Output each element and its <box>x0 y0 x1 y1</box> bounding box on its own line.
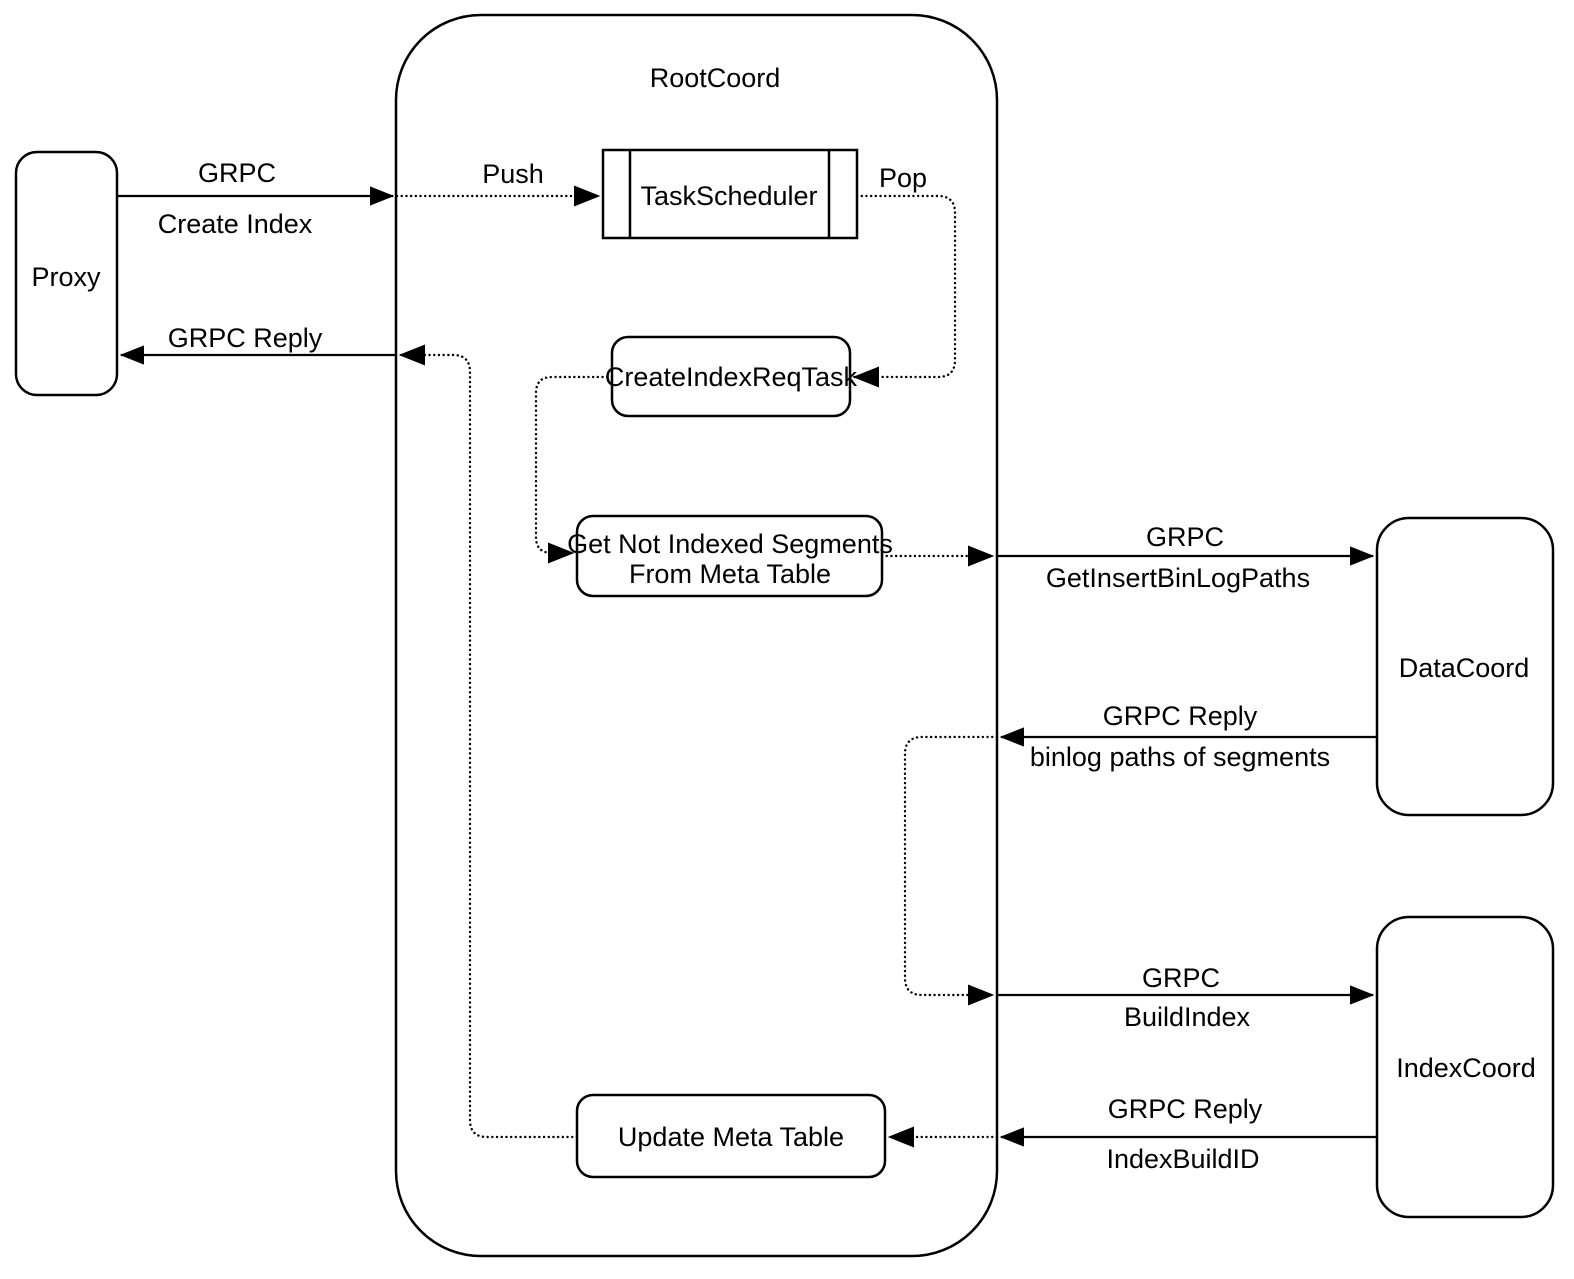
edge-binlog-to-buildindex-loop <box>903 735 999 1006</box>
label-build-index: BuildIndex <box>1124 1002 1251 1032</box>
label-pop: Pop <box>879 163 927 193</box>
label-create-index: Create Index <box>158 209 313 239</box>
index-coord-label: IndexCoord <box>1396 1053 1536 1083</box>
update-meta-table-label: Update Meta Table <box>618 1122 844 1152</box>
label-binlog-paths-of-segments: binlog paths of segments <box>1030 742 1330 772</box>
get-not-indexed-segments-label-line1: Get Not Indexed Segments <box>567 529 893 559</box>
task-scheduler-label: TaskScheduler <box>640 181 817 211</box>
edge-pop <box>852 194 957 388</box>
get-not-indexed-segments-label-line2: From Meta Table <box>629 559 831 589</box>
label-grpc-datacoord: GRPC <box>1146 522 1224 552</box>
edge-update-meta-to-reply <box>398 344 579 1139</box>
label-grpc-reply-proxy: GRPC Reply <box>168 323 323 353</box>
label-get-insert-binlog-paths: GetInsertBinLogPaths <box>1046 563 1310 593</box>
label-grpc-reply-datacoord: GRPC Reply <box>1103 701 1258 731</box>
label-push: Push <box>482 159 544 189</box>
create-index-req-task-label: CreateIndexReqTask <box>605 362 858 392</box>
index-coord-node <box>1375 915 1555 1219</box>
rootcoord-title: RootCoord <box>650 63 781 93</box>
proxy-node <box>14 150 119 397</box>
edge-create-task-to-get-segments <box>534 375 614 564</box>
label-grpc-reply-indexcoord: GRPC Reply <box>1108 1094 1263 1124</box>
proxy-label: Proxy <box>31 262 101 292</box>
task-scheduler-node <box>601 148 859 240</box>
data-coord-node <box>1375 516 1555 817</box>
label-grpc-create: GRPC <box>198 158 276 188</box>
label-index-build-id: IndexBuildID <box>1106 1144 1259 1174</box>
rootcoord-container <box>394 13 999 1258</box>
data-coord-label: DataCoord <box>1399 653 1530 683</box>
task-scheduler-outer-rect <box>601 148 859 240</box>
label-grpc-indexcoord: GRPC <box>1142 963 1220 993</box>
